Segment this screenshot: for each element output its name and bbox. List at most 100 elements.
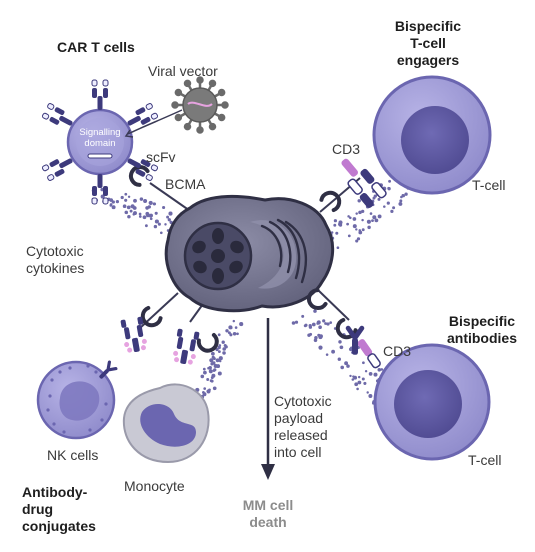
cytokine-dot: [154, 211, 158, 215]
cytokine-dot: [371, 219, 374, 223]
cytokine-dot: [363, 381, 367, 385]
t-cell-bottom-label: T-cell: [468, 452, 502, 468]
cytokine-dot: [325, 353, 329, 356]
cytokine-dot: [132, 206, 137, 210]
cytokine-dot: [358, 230, 363, 235]
payload-line-1: Cytotoxic: [274, 393, 332, 409]
cytokine-dot: [164, 223, 167, 226]
payload-line-3: released: [274, 427, 328, 443]
cytokine-dot: [349, 216, 352, 220]
cytokine-dot: [399, 199, 403, 203]
cytokine-dot: [336, 246, 340, 250]
cytokine-dot: [221, 340, 225, 344]
cytokine-dot: [139, 197, 144, 201]
nk-granule: [50, 378, 54, 382]
cytokine-dot: [129, 209, 133, 213]
mm-cell-death-label: MM cell death: [234, 497, 302, 531]
cytokine-dot: [232, 319, 236, 323]
cytokine-dot: [322, 319, 326, 323]
cytokine-dot: [127, 214, 131, 219]
cytokine-dot: [361, 209, 365, 214]
cytokine-dot: [124, 192, 128, 196]
adc-title: Antibody- drug conjugates: [22, 484, 96, 535]
virus-spike-tip: [183, 79, 192, 88]
cytokine-dot: [347, 215, 350, 218]
nk-cells-label: NK cells: [47, 447, 99, 463]
cytokine-dot: [377, 214, 382, 219]
cytokine-dot: [361, 377, 365, 381]
virus-spike-tip: [217, 113, 226, 122]
cytokine-dot: [162, 205, 166, 210]
cytokine-dot: [351, 378, 355, 381]
antibody-drug-conjugates: [119, 316, 201, 366]
cytokine-dot: [218, 344, 222, 347]
cytotoxic-payload-label: Cytotoxic payload released into cell: [274, 393, 332, 461]
cd3-bottom-label: CD3: [383, 343, 412, 359]
cytokine-dot: [218, 350, 221, 353]
virus-spike-tip: [183, 122, 192, 131]
t-cell-engager: [341, 75, 492, 208]
cytokine-dot: [338, 222, 342, 226]
virus-spike-tip: [174, 88, 183, 97]
cytokine-dot: [366, 219, 371, 224]
cytokine-dot: [100, 194, 105, 199]
cytokine-dot: [383, 205, 386, 208]
cytokine-dot: [355, 228, 358, 231]
nk-granule: [52, 422, 56, 426]
t-cell-top-label: T-cell: [472, 177, 506, 193]
cytokine-dot: [358, 210, 362, 215]
engagers-line-3: engagers: [396, 52, 460, 68]
cytokine-dot: [347, 234, 351, 238]
cytokine-dot: [352, 217, 357, 221]
cytokine-dot: [316, 322, 320, 325]
cytokine-dot: [369, 212, 373, 215]
cytokine-dot: [340, 365, 345, 370]
cytokine-dot: [294, 320, 299, 324]
cytokine-dot: [304, 324, 307, 327]
cytokine-dot: [234, 326, 238, 329]
cytokine-dot: [291, 321, 296, 325]
death-line-1: MM cell: [242, 497, 294, 513]
virus-spike-tip: [221, 101, 229, 109]
cytokine-dot: [148, 200, 153, 205]
signalling-line-1: Signalling: [79, 127, 121, 138]
cytokine-dot: [349, 374, 352, 378]
cytokine-dot: [168, 211, 173, 216]
virus-spike-tip: [196, 76, 204, 84]
cytokine-dot: [318, 335, 323, 340]
nk-granule: [46, 408, 50, 412]
cytokine-dot: [215, 358, 220, 363]
cytokine-dot: [366, 391, 369, 394]
cytokine-dot: [138, 212, 142, 216]
adc-line-3: conjugates: [22, 518, 96, 534]
cytokine-dot: [212, 361, 216, 365]
cytokine-dot: [355, 239, 359, 243]
cytokine-dot: [313, 309, 317, 313]
cytokine-dot: [361, 218, 364, 222]
cytokine-dot: [400, 195, 403, 199]
bispecific-antibodies-title: Bispecific antibodies: [432, 313, 532, 347]
monocyte: [122, 383, 210, 464]
cytokine-dot: [372, 215, 377, 220]
cytokine-dot: [202, 367, 206, 371]
cytokine-dot: [167, 218, 171, 222]
nk-granule: [94, 370, 98, 374]
car-t-title: CAR T cells: [57, 39, 135, 55]
cytokine-dot: [361, 228, 365, 232]
cytokine-dot: [333, 219, 337, 223]
death-line-2: death: [249, 514, 287, 530]
cytokine-dot: [357, 375, 361, 379]
cytokine-dot: [387, 186, 390, 190]
cytokine-dot: [154, 219, 159, 224]
cytokine-dot: [346, 364, 350, 368]
cytokine-dot: [356, 237, 361, 241]
cytokine-dot: [356, 387, 359, 391]
cytokine-dot: [373, 372, 378, 377]
cytokine-dot: [367, 225, 371, 230]
cytokine-dot: [357, 380, 362, 385]
cytokine-dot: [200, 374, 205, 379]
signalling-domain-label: Signalling domain: [76, 127, 124, 149]
cytokine-dot: [324, 322, 328, 325]
nk-cell: [36, 358, 120, 440]
cytokine-dot: [354, 382, 359, 387]
